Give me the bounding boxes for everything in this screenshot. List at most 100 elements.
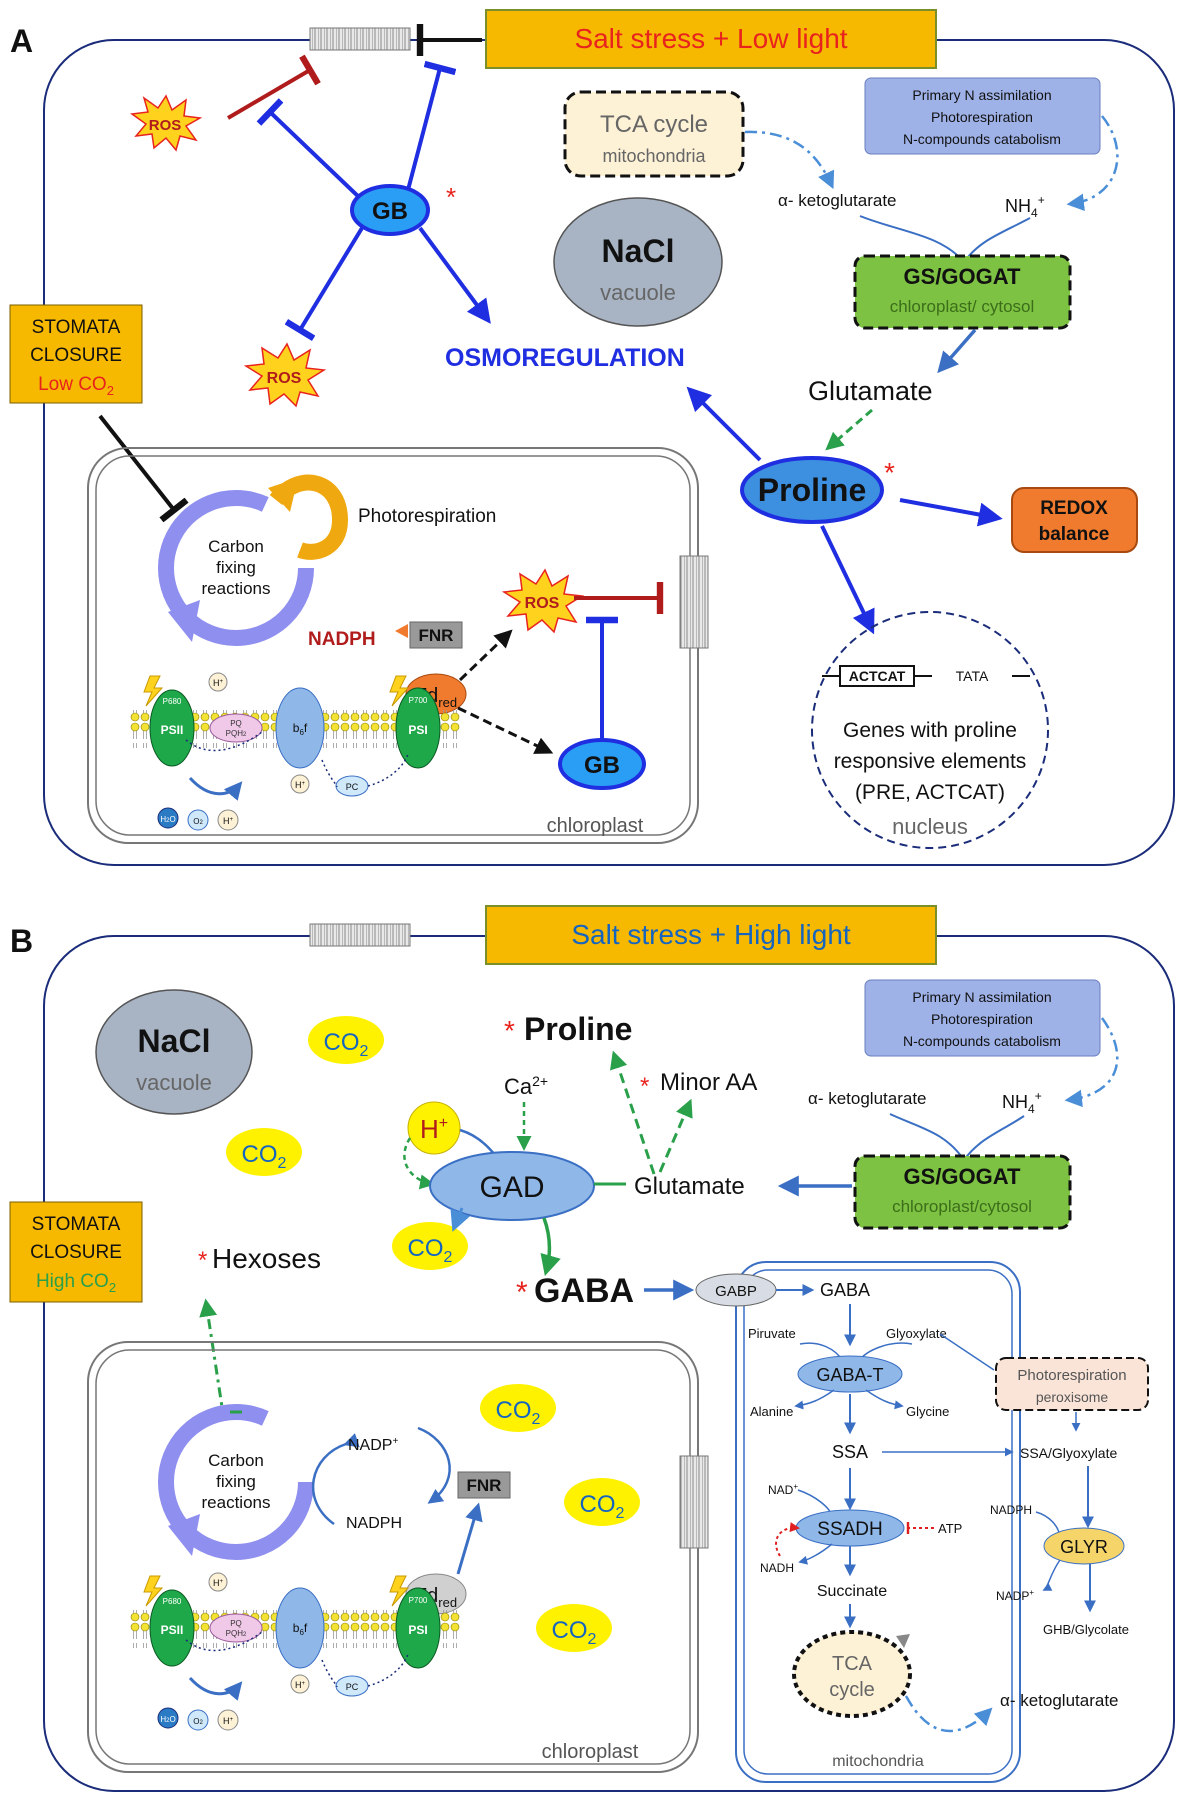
banner-a-text: Salt stress + Low light	[574, 23, 847, 54]
tca-label: cycle	[829, 1679, 875, 1701]
nucleus-label: nucleus	[892, 814, 968, 839]
carbon-fixing-label: Carbon	[208, 537, 264, 556]
lightning-icon	[389, 675, 410, 707]
h-ion	[208, 1572, 228, 1592]
nh4-label: NH4+	[1002, 1089, 1042, 1116]
proline-node-a	[740, 456, 884, 524]
co2-bubble: CO2	[536, 1604, 612, 1652]
gabp-label: GABP	[715, 1283, 757, 1300]
inhibition-line	[284, 226, 364, 342]
ros-label: ROS	[267, 370, 302, 387]
stomata-box-a	[9, 304, 143, 404]
banner-b-text: Salt stress + High light	[571, 919, 851, 950]
psii-label: PSII	[161, 723, 184, 737]
significance-star: *	[884, 457, 895, 488]
cycle-arrowhead	[168, 1514, 200, 1556]
thylakoid-membrane-a: PSII P680 PQ PQH2 b6f PSI P700 H+ H+ PC …	[130, 672, 460, 831]
h-ion-label: H+	[213, 678, 224, 688]
h2o-label: H2O	[160, 815, 175, 824]
co2-bubble: CO2	[308, 1016, 384, 1064]
alpha-kg-label: α- ketoglutarate	[1000, 1691, 1119, 1710]
carbon-fixing-label: reactions	[202, 1493, 271, 1512]
significance-star: *	[504, 1015, 515, 1046]
alpha-kg-label: α- ketoglutarate	[778, 191, 897, 210]
gs-gogat-location: chloroplast/cytosol	[892, 1197, 1032, 1216]
pqh2-label: PQH2	[226, 1629, 247, 1638]
flow-arrow	[1064, 1017, 1119, 1108]
psii-label: PSII	[161, 1623, 184, 1637]
p680-label: P680	[163, 1597, 182, 1606]
stomata-label: CLOSURE	[30, 345, 122, 366]
proton-label: H+	[420, 1114, 448, 1144]
membrane-channel	[679, 1455, 709, 1549]
nadp-cycle-arrow	[311, 1433, 360, 1526]
chloroplast-b	[87, 1341, 699, 1773]
redox-box	[1011, 487, 1138, 553]
pyruvate-label: Piruvate	[748, 1326, 796, 1341]
green-dashed-arrow	[825, 408, 873, 451]
gb-label: GB	[584, 752, 620, 779]
co2-bubble: CO2	[392, 1222, 468, 1270]
flow-arrow	[904, 1695, 993, 1733]
vacuole-label: vacuole	[600, 280, 676, 305]
co2-label: CO2	[408, 1235, 453, 1266]
succinate-label: Succinate	[817, 1583, 887, 1600]
fnr-box	[457, 1471, 511, 1499]
stomata-label: STOMATA	[32, 1214, 121, 1235]
redox-label: REDOX	[1040, 498, 1108, 519]
inhibition-line	[256, 98, 364, 202]
gb-node	[558, 738, 646, 790]
promoter-tata: TATA	[956, 668, 989, 684]
ssa-label: SSA	[832, 1442, 868, 1462]
flow-arrow	[794, 1389, 835, 1410]
psi-complex	[395, 687, 441, 769]
panel-b-letter: B	[10, 923, 33, 959]
gb-node	[350, 184, 430, 236]
ssa-glyoxylate-label: SSA/Glyoxylate	[1020, 1445, 1117, 1461]
gad-label: GAD	[479, 1171, 544, 1204]
fnr-label: FNR	[467, 1476, 502, 1495]
fnr-arrow	[395, 624, 408, 638]
p700-label: P700	[409, 1596, 428, 1605]
b6f-label: b6f	[293, 721, 308, 737]
gaba-t-label: GABA-T	[816, 1365, 883, 1385]
stomata-co2: High CO2	[36, 1271, 116, 1295]
o2-molecule	[187, 1709, 209, 1731]
gs-gogat-box-a	[853, 254, 1072, 330]
h-ion-label: H+	[223, 816, 234, 826]
gaba-t-enzyme	[797, 1355, 903, 1393]
h2o-molecule	[157, 807, 179, 829]
nacl-label: NaCl	[602, 233, 675, 269]
h-ion	[217, 809, 239, 831]
glyr-label: GLYR	[1060, 1537, 1108, 1557]
minor-aa-label: Minor AA	[660, 1069, 757, 1096]
o2-label: O2	[193, 817, 203, 826]
carbon-fixing-label: reactions	[202, 579, 271, 598]
cycle-arrowhead	[896, 1634, 910, 1648]
chloroplast-inner-b	[95, 1349, 691, 1765]
co2-label: CO2	[580, 1491, 625, 1522]
proton-node	[407, 1101, 461, 1155]
nacl-label: NaCl	[138, 1023, 211, 1059]
dashed-arrow	[457, 706, 554, 754]
glutamate-label: Glutamate	[808, 376, 933, 406]
n-source-line: Primary N assimilation	[912, 989, 1051, 1005]
calcium-label: Ca2+	[504, 1073, 548, 1099]
b6f-complex	[275, 1587, 325, 1669]
nadh-label: NADH	[760, 1561, 794, 1575]
psi-label: PSI	[408, 1623, 427, 1637]
b6f-complex	[275, 687, 325, 769]
co2-label: CO2	[324, 1029, 369, 1060]
photorespiration-loop	[269, 474, 349, 560]
nh4-label: NH4+	[1005, 193, 1045, 220]
cycle-arrowhead	[168, 600, 200, 642]
nadph-label: NADPH	[346, 1515, 402, 1532]
nad-label: NAD+	[768, 1482, 798, 1497]
b6f-label: b6f	[293, 1621, 308, 1637]
nadp-plus-label: NADP+	[348, 1436, 398, 1454]
carbon-fixing-label: Carbon	[208, 1451, 264, 1470]
tca-label: TCA cycle	[600, 111, 708, 138]
green-dashed-arrow	[610, 1050, 656, 1175]
n-source-line: Photorespiration	[931, 1011, 1033, 1027]
